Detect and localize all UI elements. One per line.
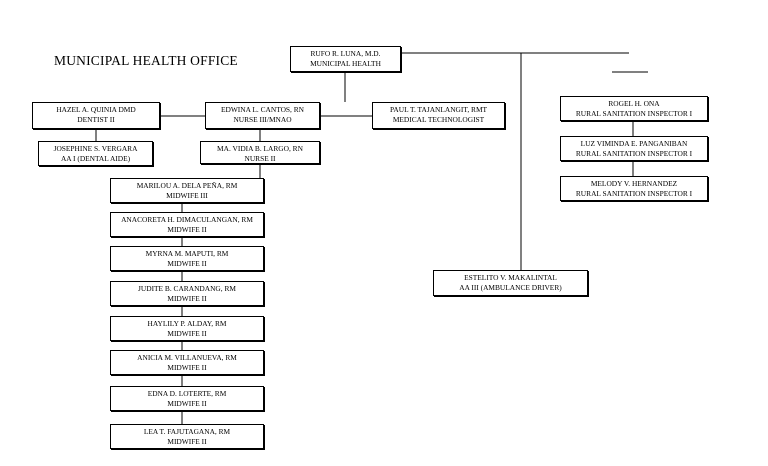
- nurse3-node: EDWINA L. CANTOS, RN NURSE III/MNAO: [205, 102, 320, 129]
- dental-aide-position: AA I (DENTAL AIDE): [60, 153, 131, 163]
- sanitation-name: MELODY V. HERNANDEZ: [590, 179, 678, 188]
- sanitation-position: RURAL SANITATION INSPECTOR I: [575, 188, 693, 198]
- sanitation-node: ROGEL H. ONA RURAL SANITATION INSPECTOR …: [560, 96, 708, 121]
- midwife-node: HAYLILY P. ALDAY, RM MIDWIFE II: [110, 316, 264, 341]
- midwife-name: ANICIA M. VILLANUEVA, RM: [137, 353, 237, 362]
- driver-node: ESTELITO V. MAKALINTAL AA III (AMBULANCE…: [433, 270, 588, 296]
- midwife-position: MIDWIFE III: [166, 190, 208, 200]
- sanitation-name: ROGEL H. ONA: [608, 99, 660, 108]
- midwife-node: ANACORETA H. DIMACULANGAN, RM MIDWIFE II: [110, 212, 264, 237]
- midwife-position: MIDWIFE II: [167, 293, 207, 303]
- head-position: MUNICIPAL HEALTH: [310, 58, 381, 68]
- nurse2-position: NURSE II: [244, 153, 276, 163]
- sanitation-position: RURAL SANITATION INSPECTOR I: [575, 108, 693, 118]
- medtech-node: PAUL T. TAJANLANGIT, RMT MEDICAL TECHNOL…: [372, 102, 505, 129]
- nurse3-position: NURSE III/MNAO: [233, 114, 292, 124]
- nurse3-name: EDWINA L. CANTOS, RN: [220, 105, 304, 114]
- midwife-position: MIDWIFE II: [167, 328, 207, 338]
- midwife-name: LEA T. FAJUTAGANA, RM: [143, 427, 231, 436]
- midwife-name: MARILOU A. DELA PEÑA, RM: [136, 181, 238, 190]
- nurse2-node: MA. VIDIA B. LARGO, RN NURSE II: [200, 141, 320, 164]
- dental-aide-name: JOSEPHINE S. VERGARA: [53, 144, 138, 153]
- midwife-node: MARILOU A. DELA PEÑA, RM MIDWIFE III: [110, 178, 264, 203]
- midwife-node: EDNA D. LOTERTE, RM MIDWIFE II: [110, 386, 264, 411]
- dentist-position: DENTIST II: [77, 114, 115, 124]
- sanitation-name: LUZ VIMINDA E. PANGANIBAN: [580, 139, 688, 148]
- driver-position: AA III (AMBULANCE DRIVER): [459, 282, 562, 292]
- sanitation-node: LUZ VIMINDA E. PANGANIBAN RURAL SANITATI…: [560, 136, 708, 161]
- midwife-name: HAYLILY P. ALDAY, RM: [147, 319, 227, 328]
- midwife-position: MIDWIFE II: [167, 224, 207, 234]
- midwife-node: MYRNA M. MAPUTI, RM MIDWIFE II: [110, 246, 264, 271]
- page-title: MUNICIPAL HEALTH OFFICE: [54, 53, 238, 68]
- midwife-position: MIDWIFE II: [167, 436, 207, 446]
- medtech-position: MEDICAL TECHNOLOGIST: [392, 114, 485, 124]
- midwife-position: MIDWIFE II: [167, 362, 207, 372]
- sanitation-node: MELODY V. HERNANDEZ RURAL SANITATION INS…: [560, 176, 708, 201]
- head-node: RUFO R. LUNA, M.D. MUNICIPAL HEALTH: [290, 46, 401, 72]
- head-name: RUFO R. LUNA, M.D.: [310, 49, 381, 58]
- midwife-position: MIDWIFE II: [167, 398, 207, 408]
- midwife-position: MIDWIFE II: [167, 258, 207, 268]
- dentist-node: HAZEL A. QUINIA DMD DENTIST II: [32, 102, 160, 129]
- midwife-node: JUDITE B. CARANDANG, RM MIDWIFE II: [110, 281, 264, 306]
- dental-aide-node: JOSEPHINE S. VERGARA AA I (DENTAL AIDE): [38, 141, 153, 166]
- midwife-name: EDNA D. LOTERTE, RM: [147, 389, 227, 398]
- medtech-name: PAUL T. TAJANLANGIT, RMT: [389, 105, 488, 114]
- midwife-node: ANICIA M. VILLANUEVA, RM MIDWIFE II: [110, 350, 264, 375]
- sanitation-position: RURAL SANITATION INSPECTOR I: [575, 148, 693, 158]
- nurse2-name: MA. VIDIA B. LARGO, RN: [217, 144, 303, 153]
- midwife-name: MYRNA M. MAPUTI, RM: [145, 249, 229, 258]
- dentist-name: HAZEL A. QUINIA DMD: [56, 105, 136, 114]
- midwife-name: ANACORETA H. DIMACULANGAN, RM: [121, 215, 253, 224]
- midwife-name: JUDITE B. CARANDANG, RM: [138, 284, 236, 293]
- midwife-node: LEA T. FAJUTAGANA, RM MIDWIFE II: [110, 424, 264, 449]
- driver-name: ESTELITO V. MAKALINTAL: [464, 273, 557, 282]
